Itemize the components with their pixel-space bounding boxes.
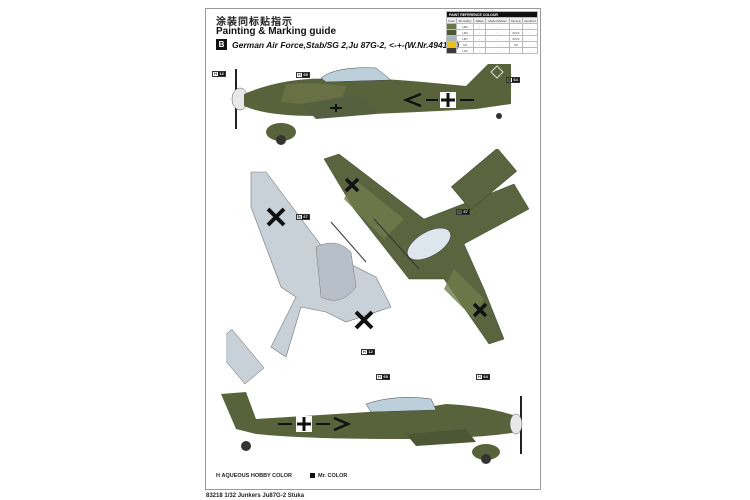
footer-product-info: 83218 1/32 Junkers Ju87G-2 Stuka	[206, 493, 305, 499]
color-swatch	[447, 24, 457, 29]
painting-guide-sheet: 涂装同标贴指示 Painting & Marking guide B Germa…	[205, 8, 541, 499]
aircraft-side-profile-upper	[231, 64, 511, 145]
aircraft-underside-view	[226, 171, 392, 385]
variant-letter-badge: B	[216, 39, 227, 50]
variant-description: German Air Force,Stab/SG 2,Ju 87G-2, <-+…	[232, 39, 460, 50]
table-row: H12 - - - -	[445, 47, 539, 54]
aircraft-upperside-view	[323, 149, 530, 345]
color-swatch	[447, 30, 457, 35]
table-row: H64 - - XF22 -	[445, 29, 539, 36]
aircraft-side-profile-lower	[221, 392, 523, 464]
color-swatch	[447, 48, 457, 53]
paint-reference-table: PAINT REFERENCE COLOUR Color Mr.Hobby Va…	[445, 11, 539, 54]
variant-heading: B German Air Force,Stab/SG 2,Ju 87G-2, <…	[216, 39, 459, 50]
title-english: Painting & Marking guide	[216, 26, 337, 37]
legend-hobby: H AQUEOUS HOBBY COLOR	[216, 473, 293, 479]
color-legend: H AQUEOUS HOBBY COLOR Mr. COLOR	[216, 473, 347, 479]
mr-color-icon	[310, 473, 316, 479]
color-swatch	[447, 42, 457, 47]
color-swatch	[447, 36, 457, 41]
title-chinese: 涂装同标贴指示	[216, 17, 293, 28]
legend-mr-color: Mr. COLOR	[310, 473, 347, 479]
